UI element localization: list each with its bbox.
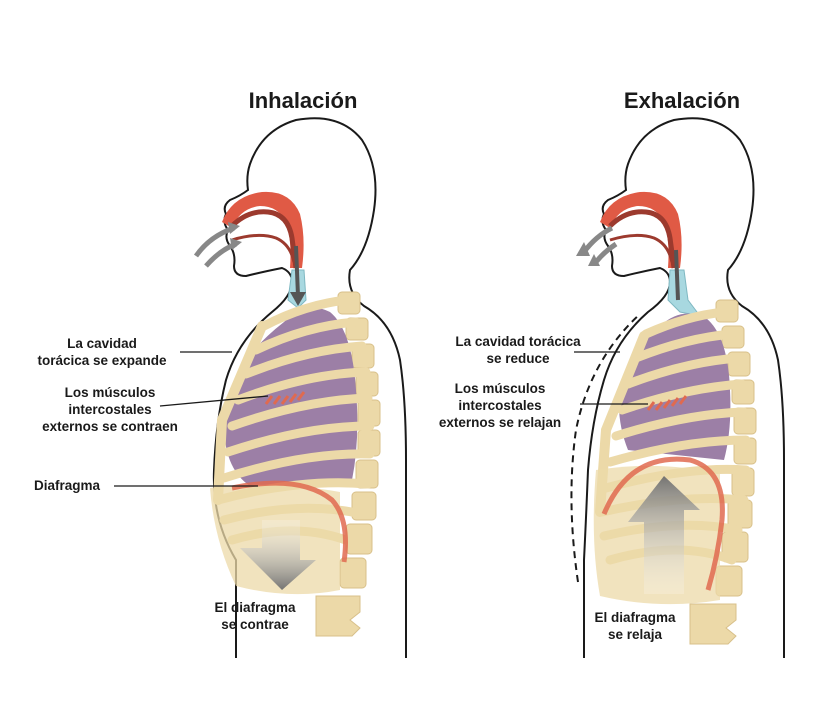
inhalation-airway [222,191,307,309]
inhalation-cavity-label-2: torácica se expande [37,353,167,368]
inhalation-cavity-label-1: La cavidad [67,336,137,351]
exhalation-muscles-label-3: externos se relajan [439,415,561,430]
exhalation-muscles-label-2: intercostales [458,398,541,413]
exhalation-airway [600,191,702,317]
inhalation-leader-lines [114,351,269,487]
exhalation-up-arrow [628,476,700,594]
inhalation-title: Inhalación [249,88,358,113]
exhalation-diaphragm-action-2: se relaja [608,627,663,642]
inhalation-down-arrow [240,520,316,590]
exhalation-title: Exhalación [624,88,740,113]
inhalation-diaphragm [231,480,348,563]
exhalation-muscles-label-1: Los músculos [455,381,546,396]
inhalation-diaphragm-action-1: El diafragma [214,600,296,615]
inhalation-air-arrows [193,222,242,268]
exhalation-cavity-label-1: La cavidad torácica [455,334,581,349]
inhalation-muscles-label-1: Los músculos [65,385,156,400]
inhalation-panel: Inhalación [34,88,407,658]
inhalation-diaphragm-action-2: se contrae [221,617,289,632]
inhalation-intercostal-marks [264,391,306,405]
inhalation-muscles-label-3: externos se contraen [42,419,178,434]
inhalation-muscles-label-2: intercostales [68,402,151,417]
exhalation-intercostal-marks [646,395,688,411]
exhalation-diaphragm [601,456,725,591]
exhalation-diaphragm-action-1: El diafragma [594,610,676,625]
exhalation-leader-lines [574,351,648,405]
inhalation-diaphragm-label: Diafragma [34,478,101,493]
exhalation-cavity-label-2: se reduce [486,351,550,366]
exhalation-panel: Exhalación [439,88,785,658]
exhalation-air-arrows [576,225,618,266]
exhalation-previous-outline [570,313,641,583]
